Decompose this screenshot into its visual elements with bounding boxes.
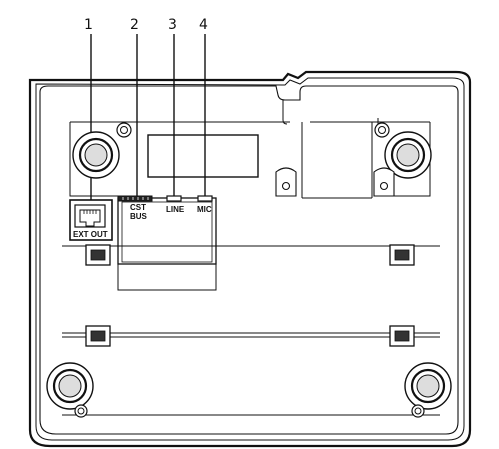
callout-number-2: 2 bbox=[130, 17, 139, 33]
ext-out-port: EXT OUT bbox=[69, 199, 113, 241]
line-port: LINE bbox=[166, 195, 185, 214]
label-recess bbox=[147, 134, 259, 178]
cst-bus-port: CST BUS bbox=[117, 195, 153, 221]
screws bbox=[74, 122, 425, 418]
housing-structure-lines bbox=[62, 100, 440, 416]
mount-slot-lower-left bbox=[85, 325, 111, 347]
callout-number-4: 4 bbox=[199, 17, 208, 33]
housing-outline bbox=[28, 70, 472, 448]
latch-clip-right bbox=[373, 167, 395, 197]
mic-label: MIC bbox=[197, 205, 212, 214]
rubber-feet bbox=[46, 131, 452, 410]
rubber-foot-bottom-left bbox=[46, 362, 94, 410]
line-label: LINE bbox=[166, 205, 185, 214]
screw-top-left bbox=[116, 122, 132, 138]
cst-label: CST bbox=[130, 203, 146, 212]
latch-clips bbox=[275, 167, 395, 197]
wall-mount-slots bbox=[85, 244, 415, 347]
rubber-foot-top-right bbox=[384, 131, 432, 179]
bus-label: BUS bbox=[130, 212, 148, 221]
screw-top-right bbox=[374, 122, 390, 138]
callout-number-3: 3 bbox=[168, 17, 177, 33]
callout-number-1: 1 bbox=[84, 17, 93, 33]
mount-slot-upper-left bbox=[85, 244, 111, 266]
mount-slot-upper-right bbox=[389, 244, 415, 266]
screw-bottom-right bbox=[411, 404, 425, 418]
mount-slot-lower-right bbox=[389, 325, 415, 347]
screw-bottom-left bbox=[74, 404, 88, 418]
rubber-foot-bottom-right bbox=[404, 362, 452, 410]
latch-clip-left bbox=[275, 167, 297, 197]
mic-port: MIC bbox=[197, 195, 213, 214]
ext-out-label: EXT OUT bbox=[73, 230, 108, 239]
rubber-foot-top-left bbox=[72, 131, 120, 179]
